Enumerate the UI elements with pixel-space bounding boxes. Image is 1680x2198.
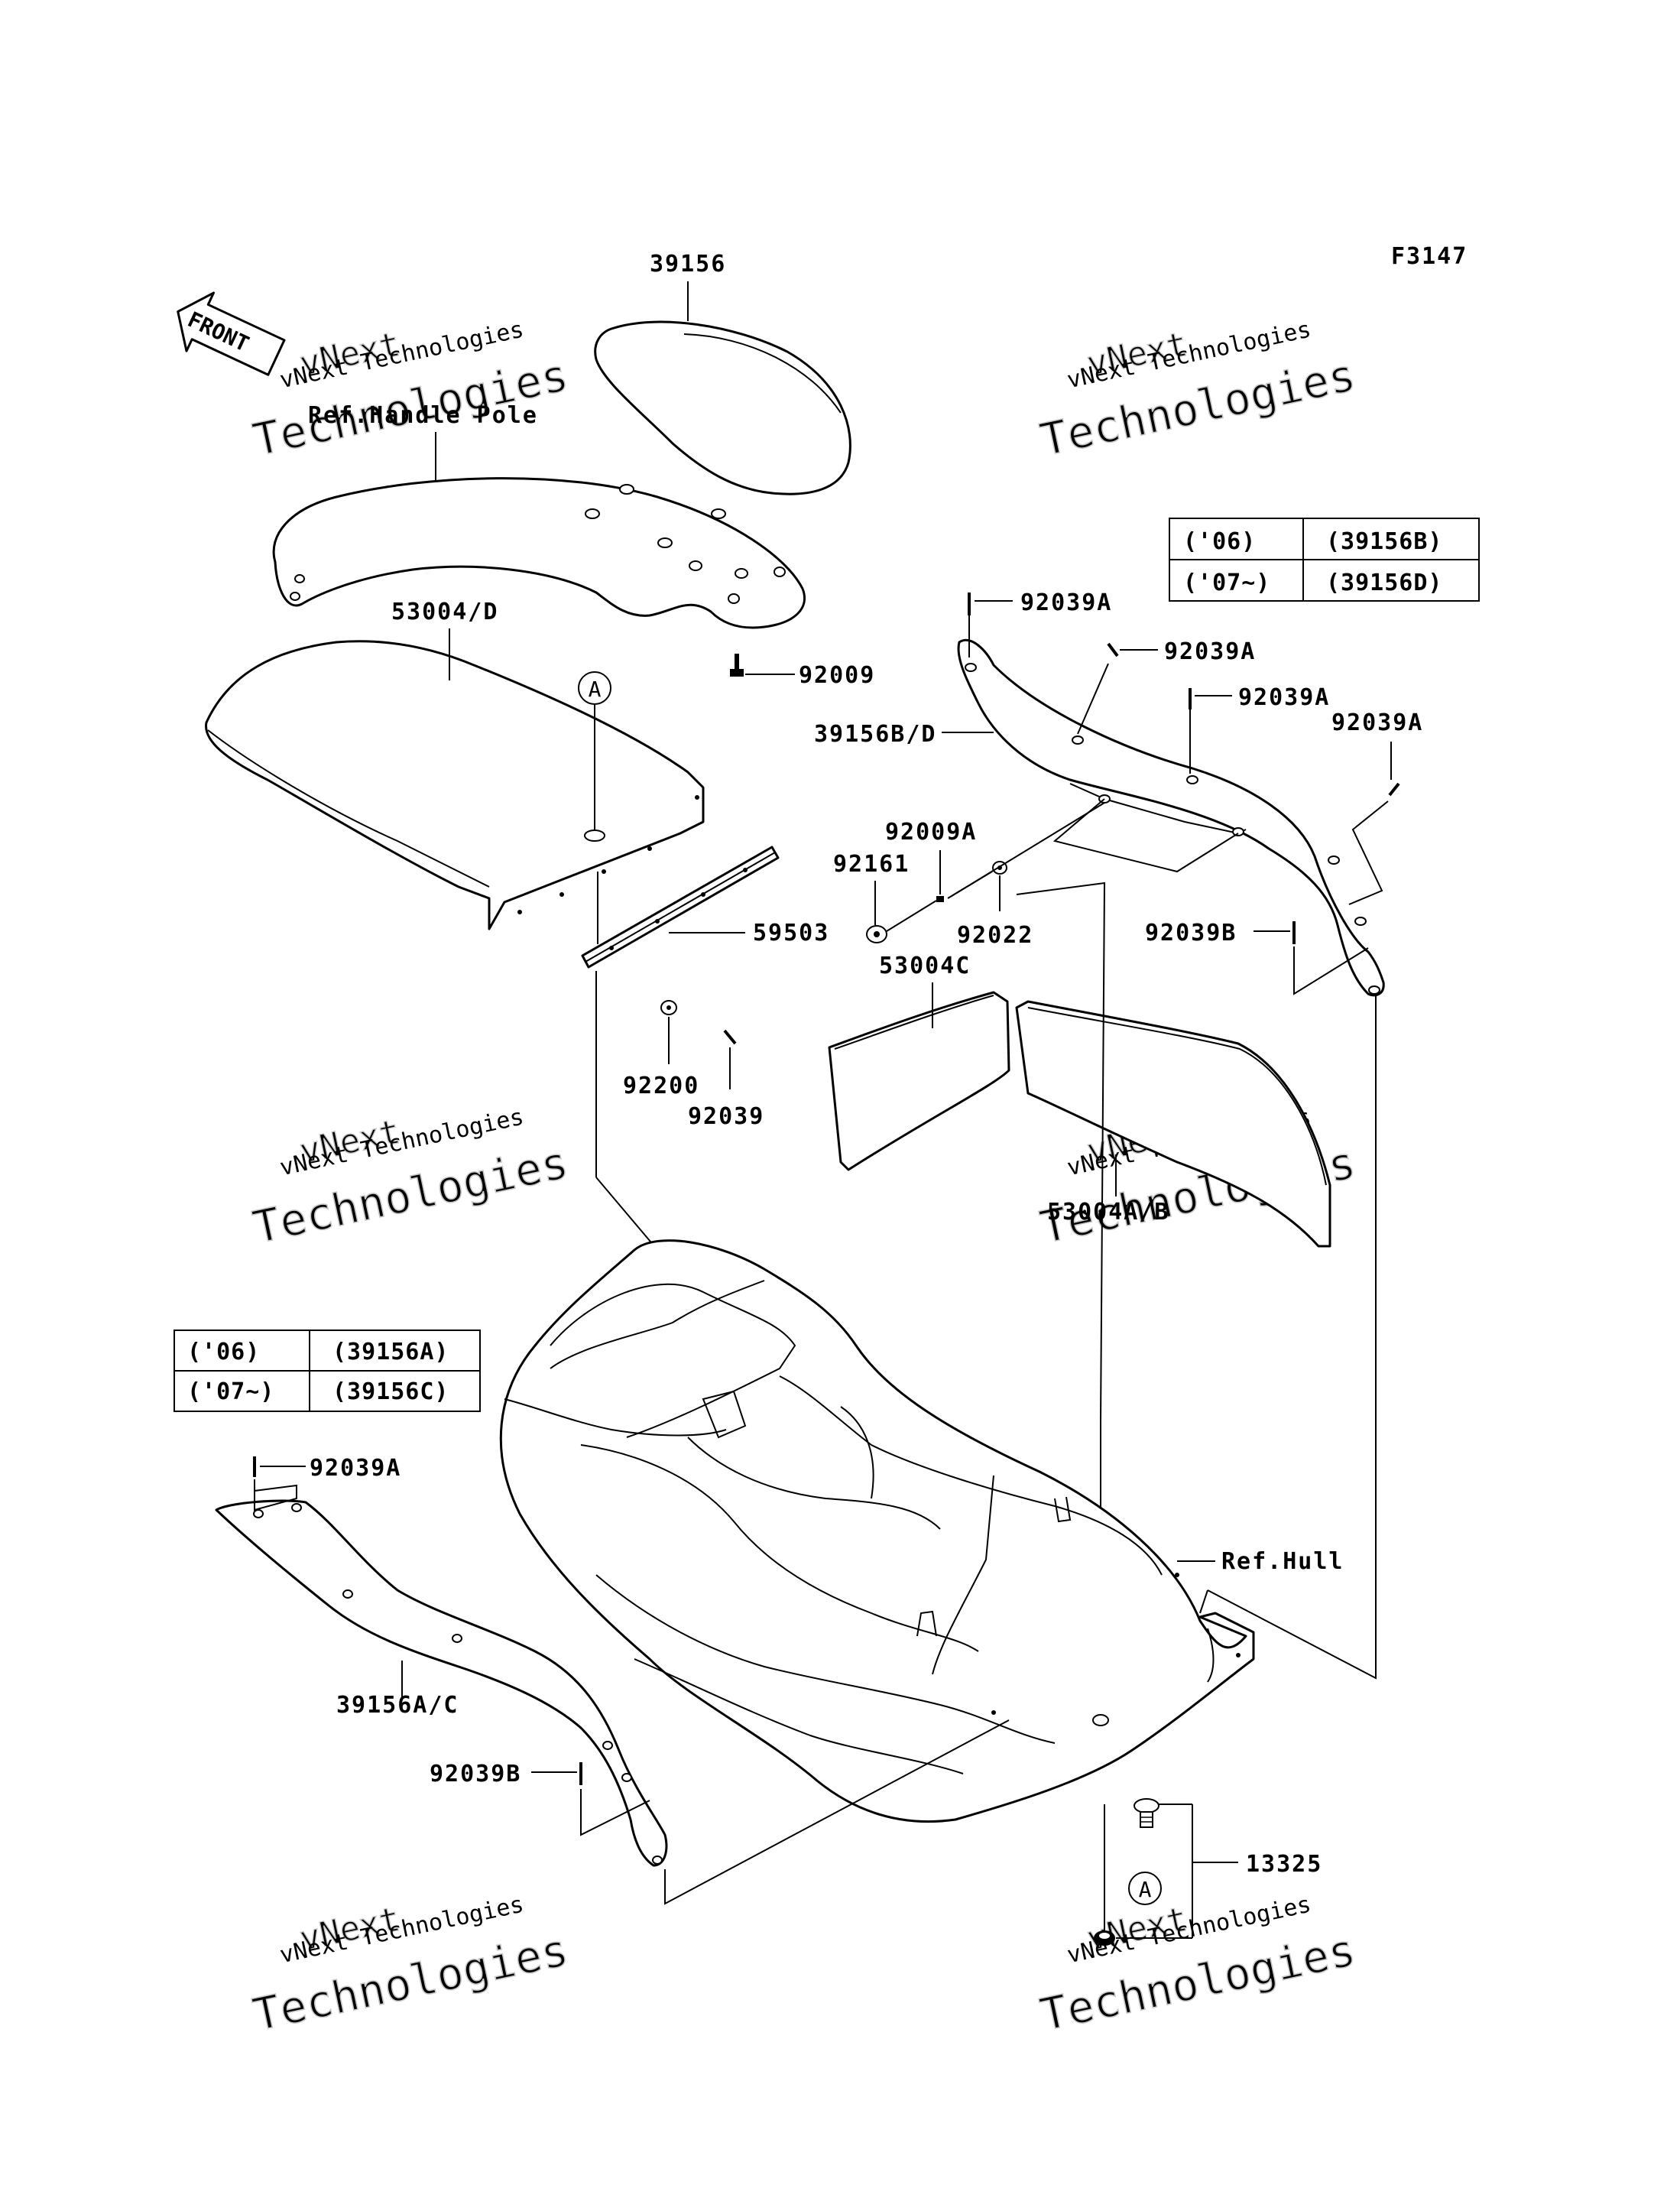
strip-59503 xyxy=(581,846,780,969)
label-13325: 13325 xyxy=(1246,1851,1322,1878)
washer-92200 xyxy=(660,1000,677,1015)
svg-text:A: A xyxy=(589,677,602,702)
callout-a-bottom: A xyxy=(1128,1872,1162,1905)
table-left-part-2: (39156C) xyxy=(332,1378,449,1405)
label-92039b-2: 92039B xyxy=(430,1761,521,1787)
front-arrow-icon: FRONT xyxy=(177,291,286,376)
watermark: vNext vNext Technologies Technologies xyxy=(248,1103,573,1254)
table-left: ('06) (39156A) ('07~) (39156C) xyxy=(174,1330,481,1412)
label-53004d: 53004/D xyxy=(391,599,498,625)
svg-text:A: A xyxy=(1139,1877,1152,1902)
label-53004c: 53004C xyxy=(879,953,971,979)
figure-code: F3147 xyxy=(1391,243,1468,270)
label-59503: 59503 xyxy=(753,920,829,946)
table-right-part-1: (39156B) xyxy=(1326,528,1443,555)
table-right-year-2: ('07~) xyxy=(1183,570,1270,596)
pin-92039a-2 xyxy=(1107,642,1119,657)
seat-pad-39156 xyxy=(594,320,851,495)
label-ref-handle-pole: Ref.Handle Pole xyxy=(308,402,538,429)
watermark: vNext vNext Technologies Technologies xyxy=(1035,316,1361,466)
plug-13325 xyxy=(1134,1798,1159,1828)
label-92009: 92009 xyxy=(799,662,875,689)
table-left-year-2: ('07~) xyxy=(187,1378,274,1405)
hull xyxy=(499,1239,1255,1823)
table-right-part-2: (39156D) xyxy=(1326,570,1443,596)
label-39156ac: 39156A/C xyxy=(336,1692,459,1719)
label-92009a: 92009A xyxy=(885,819,977,846)
trim-39156ac xyxy=(215,1499,668,1867)
watermark: vNext vNext Technologies Technologies xyxy=(248,316,573,466)
table-left-part-1: (39156A) xyxy=(332,1339,449,1365)
label-53004ab: 53004A/B xyxy=(1047,1199,1170,1226)
label-92200: 92200 xyxy=(623,1073,699,1099)
grommet-92161 xyxy=(866,925,887,943)
label-92039b-1: 92039B xyxy=(1145,920,1237,946)
label-39156: 39156 xyxy=(650,251,726,278)
label-92039a-1: 92039A xyxy=(1020,589,1112,616)
label-ref-hull: Ref.Hull xyxy=(1221,1548,1344,1575)
table-left-year-1: ('06) xyxy=(187,1339,260,1365)
mat-53004d xyxy=(205,640,705,930)
plug-13325-nut xyxy=(1094,1930,1115,1946)
callout-a-top: A xyxy=(578,671,611,830)
handle-pole-cover xyxy=(272,477,806,629)
bolt-92009 xyxy=(730,654,744,677)
label-92161: 92161 xyxy=(833,851,910,878)
watermark: vNext vNext Technologies Technologies xyxy=(248,1891,573,2041)
label-92039a-3: 92039A xyxy=(1238,684,1330,711)
trim-39156bd xyxy=(957,638,1385,997)
table-right-year-1: ('06) xyxy=(1183,528,1256,555)
label-39156bd: 39156B/D xyxy=(814,721,937,748)
label-92039a-4: 92039A xyxy=(1331,709,1423,736)
label-92022: 92022 xyxy=(957,922,1033,949)
label-92039a-5: 92039A xyxy=(310,1455,401,1482)
table-right: ('06) (39156B) ('07~) (39156D) xyxy=(1169,518,1480,602)
mat-53004ab xyxy=(1015,1000,1331,1248)
label-92039a-2: 92039A xyxy=(1164,638,1256,665)
label-92039: 92039 xyxy=(688,1103,764,1130)
screw-92009a xyxy=(936,896,944,902)
pin-92039a-4 xyxy=(1388,782,1400,797)
pin-92039 xyxy=(723,1029,737,1045)
mat-53004c xyxy=(828,991,1010,1171)
